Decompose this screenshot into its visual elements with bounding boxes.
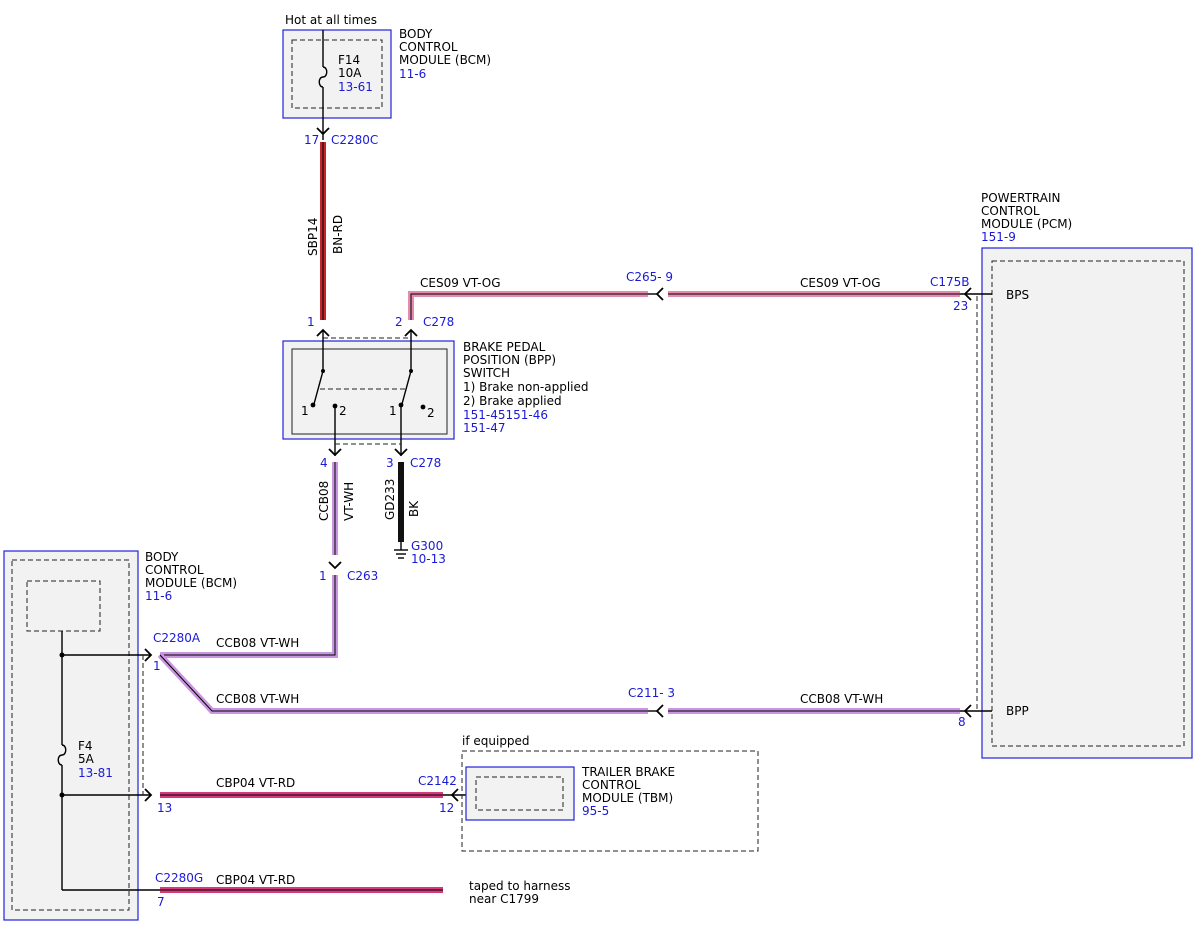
gd233-label: GD233 [383, 479, 397, 520]
bcm-top-title-3: MODULE (BCM) [399, 53, 491, 67]
bpp-pin-2: 2 [395, 315, 403, 329]
pin-12: 12 [439, 801, 454, 815]
pin-13: 13 [157, 801, 172, 815]
pcm-title-3: MODULE (PCM) [981, 217, 1072, 231]
ccb08-a-label: CCB08 VT-WH [216, 636, 299, 650]
fuse-f14-icon [318, 66, 328, 88]
c278-bottom-label[interactable]: C278 [410, 456, 441, 470]
bcm-top-title-1: BODY [399, 27, 433, 41]
fuse-f4-label: F4 [78, 739, 93, 753]
hot-label: Hot at all times [285, 13, 377, 27]
c263-pin: 1 [319, 569, 327, 583]
bn-rd-label: BN-RD [331, 215, 345, 254]
c2280c-pin: 17 [304, 133, 319, 147]
ces09-left-label: CES09 VT-OG [420, 276, 501, 290]
tbm-title-1: TRAILER BRAKE [581, 765, 675, 779]
connector-c211-arrow [655, 704, 664, 718]
fuse-f4-ref[interactable]: 13-81 [78, 766, 113, 780]
bpp-title-3: SWITCH [463, 366, 510, 380]
g300-ref[interactable]: 10-13 [411, 552, 446, 566]
fuse-f14-ref[interactable]: 13-61 [338, 80, 373, 94]
tbm-ref[interactable]: 95-5 [582, 804, 609, 818]
fuse-f14-label: F14 [338, 53, 360, 67]
switch-a-pos-2: 2 [339, 404, 347, 418]
switch-b-blade [401, 370, 412, 405]
bpp-state-1: 1) Brake non-applied [463, 380, 589, 394]
bcm-left-title-3: MODULE (BCM) [145, 576, 237, 590]
tbm-title-2: CONTROL [582, 778, 641, 792]
bpp-pin4-arrow [328, 448, 342, 457]
switch-b-pos-1: 1 [389, 404, 397, 418]
bpp-switch-module[interactable] [282, 340, 455, 440]
sbp14-label: SBP14 [306, 218, 320, 256]
bpp-title-1: BRAKE PEDAL [463, 340, 546, 354]
c175b-label[interactable]: C175B [930, 275, 970, 289]
fuse-f4-amp: 5A [78, 752, 95, 766]
if-equipped-label: if equipped [462, 734, 530, 748]
fuse-f4-icon [57, 744, 67, 766]
connector-c2280a-arrow [144, 648, 153, 662]
ccb08-c-label: CCB08 VT-WH [800, 692, 883, 706]
bpp-state-2: 2) Brake applied [463, 394, 562, 408]
tbm-module[interactable] [465, 766, 575, 821]
bcm-left-title-1: BODY [145, 550, 179, 564]
c2280c-label[interactable]: C2280C [331, 133, 378, 147]
taped-label-1: taped to harness [469, 879, 571, 893]
fuse-f14-amp: 10A [338, 66, 362, 80]
cbp04-a-label: CBP04 VT-RD [216, 776, 295, 790]
bk-label: BK [407, 500, 421, 517]
connector-13-arrow [144, 788, 153, 802]
pcm-title-1: POWERTRAIN [981, 191, 1061, 205]
c263-label[interactable]: C263 [347, 569, 378, 583]
c278-top-label[interactable]: C278 [423, 315, 454, 329]
bpp-ref-1[interactable]: 151-45151-46 [463, 408, 548, 422]
pcm-bps-signal: BPS [1006, 288, 1029, 302]
switch-a-pos-1: 1 [301, 404, 309, 418]
connector-c263-arrow [328, 561, 342, 570]
bpp-title-2: POSITION (BPP) [463, 353, 556, 367]
bcm-left-module[interactable] [3, 550, 139, 921]
pcm-module[interactable] [981, 247, 1193, 759]
c2280a-pin: 1 [153, 659, 161, 673]
switch-a-blade [313, 370, 324, 405]
bcm-left-title-2: CONTROL [145, 563, 204, 577]
connector-c265-arrow [655, 287, 664, 301]
ground-g300-icon [394, 549, 408, 559]
ccb08-vertical-label: CCB08 [317, 481, 331, 521]
c175b-pin-23: 23 [953, 299, 968, 313]
g300-label[interactable]: G300 [411, 539, 443, 553]
tbm-optional-box [461, 750, 759, 852]
pcm-pin-8: 8 [958, 715, 966, 729]
pin-7: 7 [157, 895, 165, 909]
c2280a-label[interactable]: C2280A [153, 631, 201, 645]
ces09-right-label: CES09 VT-OG [800, 276, 881, 290]
bpp-pin-1: 1 [307, 315, 315, 329]
bcm-top-title-2: CONTROL [399, 40, 458, 54]
c265-label[interactable]: C265- 9 [626, 270, 673, 284]
bcm-top-module[interactable] [282, 29, 392, 119]
bpp-ref-2[interactable]: 151-47 [463, 421, 506, 435]
pcm-title-2: CONTROL [981, 204, 1040, 218]
ccb08-b-label: CCB08 VT-WH [216, 692, 299, 706]
bpp-pin-4: 4 [320, 456, 328, 470]
bpp-pin3-arrow [394, 448, 408, 457]
bcm-left-ref[interactable]: 11-6 [145, 589, 172, 603]
connector-c2280c-arrow [316, 127, 330, 136]
tbm-title-3: MODULE (TBM) [582, 791, 673, 805]
bpp-pin-3: 3 [386, 456, 394, 470]
c211-label[interactable]: C211- 3 [628, 686, 675, 700]
vt-wh-vertical-label: VT-WH [342, 482, 356, 521]
bcm-top-ref[interactable]: 11-6 [399, 67, 426, 81]
taped-label-2: near C1799 [469, 892, 539, 906]
pcm-bpp-signal: BPP [1006, 704, 1029, 718]
pcm-ref[interactable]: 151-9 [981, 230, 1016, 244]
c2280g-label[interactable]: C2280G [155, 871, 203, 885]
switch-b-pos-2: 2 [427, 406, 435, 420]
c2142-label[interactable]: C2142 [418, 774, 457, 788]
cbp04-b-label: CBP04 VT-RD [216, 873, 295, 887]
